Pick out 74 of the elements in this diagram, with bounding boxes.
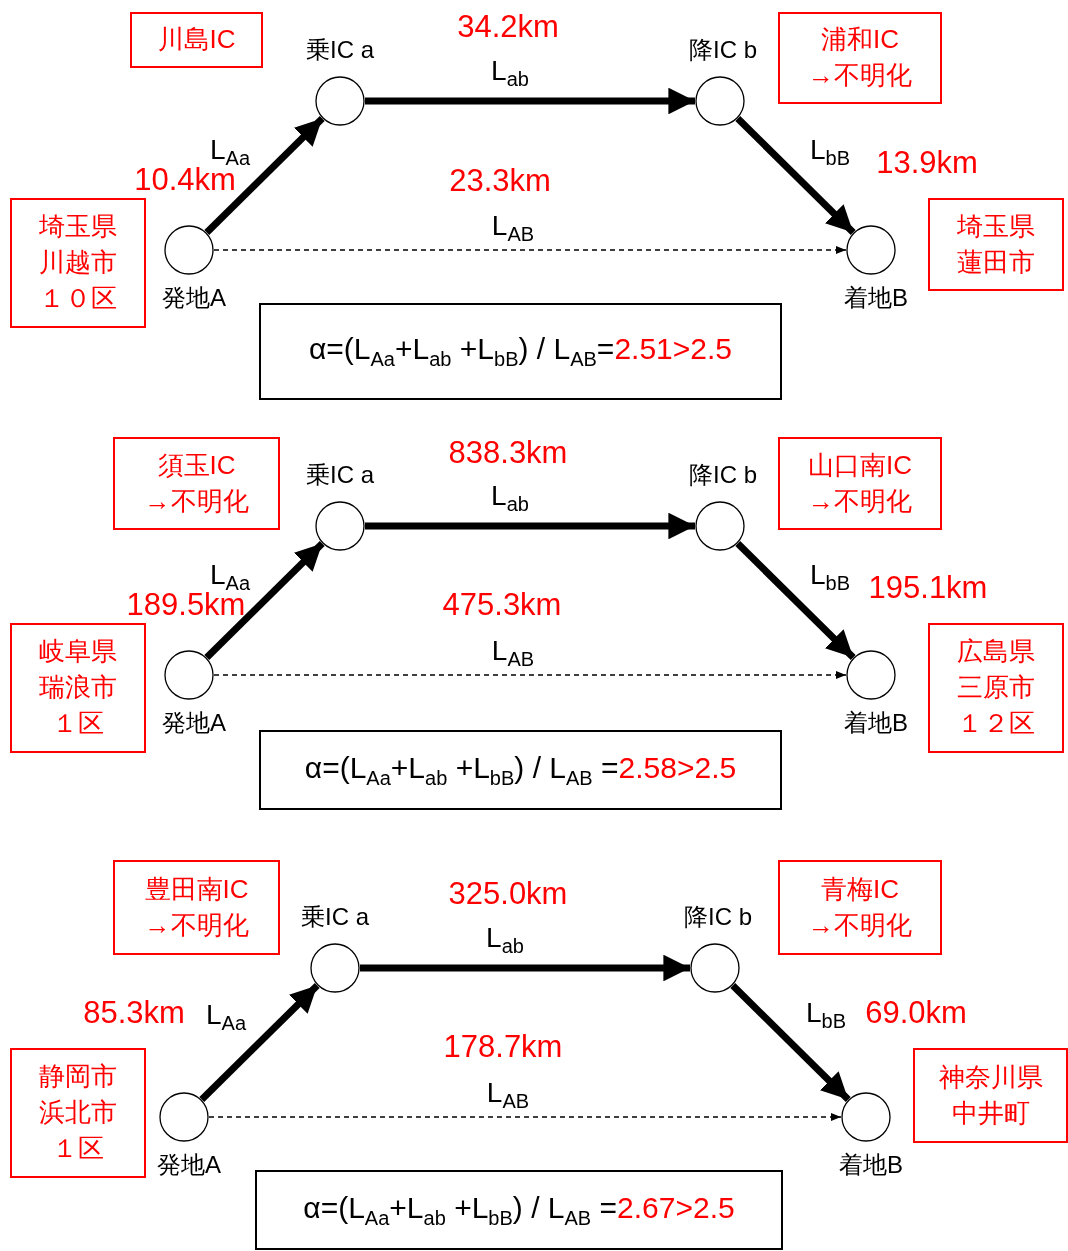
node-circle xyxy=(164,650,214,700)
node-caption: 乗IC a xyxy=(306,35,374,65)
edge-label: L$_{AB}$ xyxy=(491,634,535,672)
formula-text: α=(L$_{Aa}$+L$_{ab}$ +L$_{bB}$) / L$_{AB}$ =2.67>2.5 xyxy=(303,1190,735,1230)
thick-arrow xyxy=(365,512,695,540)
node-circle xyxy=(159,1092,209,1142)
node-caption: 発地A xyxy=(162,708,226,738)
place-box: 岐阜県瑞浪市１区 xyxy=(10,623,146,753)
node-caption: 降IC b xyxy=(684,902,752,932)
dashed-arrow xyxy=(208,1113,842,1121)
node-caption: 発地A xyxy=(162,283,226,313)
distance-label: 838.3km xyxy=(448,435,568,471)
edge-label: L$_{bB}$ xyxy=(810,558,850,596)
edge-label: L$_{AB}$ xyxy=(486,1076,530,1114)
place-box: 埼玉県蓮田市 xyxy=(928,198,1064,291)
thick-arrow xyxy=(199,983,320,1102)
formula-box xyxy=(259,730,782,810)
distance-label: 475.3km xyxy=(442,587,562,623)
place-box: 神奈川県中井町 xyxy=(913,1048,1068,1143)
node-circle xyxy=(164,225,214,275)
node-circle xyxy=(841,1092,891,1142)
dashed-arrow xyxy=(213,246,847,254)
dashed-arrow xyxy=(213,671,847,679)
edge-label: L$_{ab}$ xyxy=(491,479,529,517)
place-box: 豊田南IC→不明化 xyxy=(113,860,280,955)
place-box: 静岡市浜北市１区 xyxy=(10,1048,146,1178)
edge-label: L$_{AB}$ xyxy=(491,209,535,247)
edge-label: L$_{bB}$ xyxy=(810,133,850,171)
node-caption: 降IC b xyxy=(689,460,757,490)
thick-arrow xyxy=(204,116,325,235)
node-circle xyxy=(310,943,360,993)
distance-label: 178.7km xyxy=(443,1029,563,1065)
thick-arrow xyxy=(730,983,851,1102)
distance-label: 325.0km xyxy=(448,876,568,912)
place-box: 浦和IC→不明化 xyxy=(778,12,942,104)
node-caption: 乗IC a xyxy=(301,902,369,932)
edge-label: L$_{bB}$ xyxy=(806,996,846,1034)
node-caption: 乗IC a xyxy=(306,460,374,490)
edge-label: L$_{ab}$ xyxy=(486,921,524,959)
node-caption: 降IC b xyxy=(689,35,757,65)
node-circle xyxy=(315,501,365,551)
node-circle xyxy=(690,943,740,993)
place-box: 須玉IC→不明化 xyxy=(113,437,280,530)
place-box: 埼玉県川越市１０区 xyxy=(10,198,146,328)
distance-label: 195.1km xyxy=(868,570,988,606)
node-caption: 着地B xyxy=(844,708,908,738)
thick-arrow xyxy=(735,116,856,235)
formula-box xyxy=(259,303,782,400)
formula-box xyxy=(255,1170,783,1250)
node-circle xyxy=(846,650,896,700)
node-caption: 発地A xyxy=(157,1150,221,1180)
distance-label: 13.9km xyxy=(876,145,978,181)
formula-text: α=(L$_{Aa}$+L$_{ab}$ +L$_{bB}$) / L$_{AB}$ =2.58>2.5 xyxy=(304,750,737,790)
distance-label: 23.3km xyxy=(449,163,551,199)
edge-label: L$_{Aa}$ xyxy=(206,998,246,1036)
formula-text: α=(L$_{Aa}$+L$_{ab}$ +L$_{bB}$) / L$_{AB}$=2.51>2.5 xyxy=(309,332,732,371)
place-box: 広島県三原市１２区 xyxy=(928,623,1064,753)
node-circle xyxy=(695,501,745,551)
node-circle xyxy=(846,225,896,275)
distance-label: 85.3km xyxy=(83,995,185,1031)
node-circle xyxy=(315,76,365,126)
node-caption: 着地B xyxy=(844,283,908,313)
thick-arrow xyxy=(360,954,690,982)
thick-arrow xyxy=(735,541,856,660)
thick-arrow xyxy=(365,87,695,115)
edge-label: L$_{ab}$ xyxy=(491,54,529,92)
place-box: 川島IC xyxy=(130,12,263,68)
distance-label: 34.2km xyxy=(457,9,559,45)
node-circle xyxy=(695,76,745,126)
distance-label: 69.0km xyxy=(865,995,967,1031)
place-box: 青梅IC→不明化 xyxy=(778,860,942,955)
thick-arrow xyxy=(204,541,325,660)
place-box: 山口南IC→不明化 xyxy=(778,437,942,530)
node-caption: 着地B xyxy=(839,1150,903,1180)
